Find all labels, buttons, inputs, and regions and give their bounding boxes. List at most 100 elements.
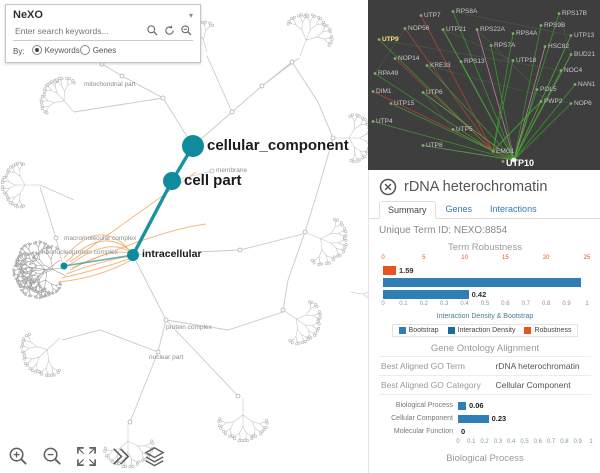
gene-label-dim1[interactable]: DIM1 [376,88,392,95]
gene-label-utp15[interactable]: UTP15 [394,100,415,107]
gene-label-bud21[interactable]: BUD21 [574,51,595,58]
tree-term-label[interactable]: membrane [216,167,248,174]
bar[interactable] [383,277,581,287]
axis-tick: 0.7 [521,301,530,307]
gene-label-pwp2[interactable]: PWP2 [544,98,563,105]
bottom-axis-label: Interaction Density & Bootstrap [436,313,534,320]
axis-tick: 0.3 [493,439,503,445]
gene-label-utp21[interactable]: UTP21 [446,26,467,33]
tab-interactions[interactable]: Interactions [490,204,537,214]
view-toolbar [7,445,166,468]
gene-label-utp10[interactable]: UTP10 [506,158,535,168]
zoom-out-button[interactable] [41,445,64,468]
legend-label: Robustness [534,327,572,334]
reset-icon[interactable] [163,24,176,37]
tree-term-label[interactable]: mitochondrial part [84,81,136,88]
section-biological-process: Biological Process [446,453,524,464]
tree-node-label-cell_part[interactable]: cell part [184,171,242,189]
axis-tick: 0.8 [542,301,551,307]
zoom-to-results-icon[interactable] [180,24,193,37]
axis-tick: 0.6 [501,301,510,307]
gene-label-nop14[interactable]: NOP14 [398,55,420,62]
gene-label-nop56[interactable]: NOP56 [408,25,430,32]
term-title: rDNA heterochromatin [404,179,548,195]
chevron-down-icon[interactable]: ▾ [188,10,193,20]
axis-tick: 0.1 [467,439,476,445]
gene-label-utp6[interactable]: UTP6 [426,89,443,96]
gene-label-kre33[interactable]: KRE33 [430,62,451,69]
gene-label-utp13[interactable]: UTP13 [574,32,595,39]
tree-term-label[interactable]: ribonucleoprotein complex [42,249,118,256]
radio-dot[interactable] [31,45,42,55]
gene-label-utp18[interactable]: UTP18 [516,57,537,64]
tree-node-cellular_component[interactable] [182,135,204,157]
gene-label-utp8[interactable]: UTP8 [426,142,443,149]
tree-node-label-intracellular[interactable]: intracellular [142,248,202,261]
alignment-bar[interactable] [458,414,489,423]
tree-node-intracellular[interactable] [127,249,139,261]
gene-label-rps13[interactable]: RPS13 [464,58,485,65]
gene-label-noc4[interactable]: NOC4 [564,67,583,74]
tree-node-cell_part[interactable] [163,172,181,190]
ontology-tree-canvas[interactable] [0,0,368,473]
gene-label-nop6[interactable]: NOP6 [574,100,592,107]
gene-label-nan1[interactable]: NAN1 [578,81,596,88]
by-label: By: [13,46,25,56]
gene-network-panel[interactable]: UTP7 RPS8A RPS17B NOP56 UTP21 RPS22A RPS4A RPS9… [368,0,600,170]
axis-tick: 1 [589,439,593,445]
axis-tick: 0 [456,439,460,445]
bar-value: 0.42 [471,289,487,299]
gene-label-hsc82[interactable]: HSC82 [548,43,569,50]
tab-summary[interactable]: Summary [379,201,436,219]
axis-tick: 0.6 [533,439,542,445]
gene-label-utp7[interactable]: UTP7 [424,12,441,19]
tree-term-label[interactable]: protein complex [166,324,212,331]
gene-label-utp5[interactable]: UTP5 [456,126,473,133]
layers-button[interactable] [143,445,166,468]
gene-label-utp4[interactable]: UTP4 [376,118,393,125]
axis-tick: 0.9 [562,301,571,307]
term-id-label: Unique Term ID: [379,225,452,236]
gene-label-rps17b[interactable]: RPS17B [562,10,587,17]
axis-tick: 25 [583,255,591,261]
alignment-bar[interactable] [458,401,466,410]
axis-tick: 0.2 [419,301,428,307]
gene-label-rps7a[interactable]: RPS7A [494,42,516,49]
tree-node-label-cellular_component[interactable]: cellular_component [207,136,349,154]
bar[interactable] [383,265,396,275]
gene-label-emg1[interactable]: EMG1 [496,148,515,155]
tree-term-label[interactable]: nuclear part [149,354,184,361]
radio-keywords[interactable]: Keywords [31,45,80,55]
radio-dot[interactable] [79,45,90,55]
gene-label-rpa49[interactable]: RPA49 [378,70,399,77]
tree-term-label[interactable]: macromolecular complex [64,235,137,242]
gene-label-utp9[interactable]: UTP9 [382,36,399,43]
radio-genes[interactable]: Genes [79,45,116,55]
alignment-category: Cellular Component [391,415,453,422]
gene-label-rps4a[interactable]: RPS4A [516,30,538,37]
search-icon[interactable] [146,24,159,37]
close-icon[interactable] [379,178,397,196]
fit-to-window-button[interactable] [75,445,98,468]
axis-tick: 20 [542,255,550,261]
axis-tick: 0.4 [460,301,469,307]
go-row-label: Best Aligned GO Category [379,375,494,395]
gene-label-rps8a[interactable]: RPS8A [456,8,478,15]
tab-genes[interactable]: Genes [445,204,473,214]
search-input[interactable] [13,24,142,37]
zoom-in-button[interactable] [7,445,30,468]
bar[interactable] [383,289,469,299]
axis-tick: 0.7 [546,439,556,445]
gene-label-rps22a[interactable]: RPS22A [480,26,505,33]
gene-label-pol5[interactable]: POL5 [540,86,557,93]
gene-label-rps9b[interactable]: RPS9B [544,22,566,29]
expand-tree-button[interactable] [109,445,132,468]
gene-network-canvas[interactable] [368,0,600,170]
